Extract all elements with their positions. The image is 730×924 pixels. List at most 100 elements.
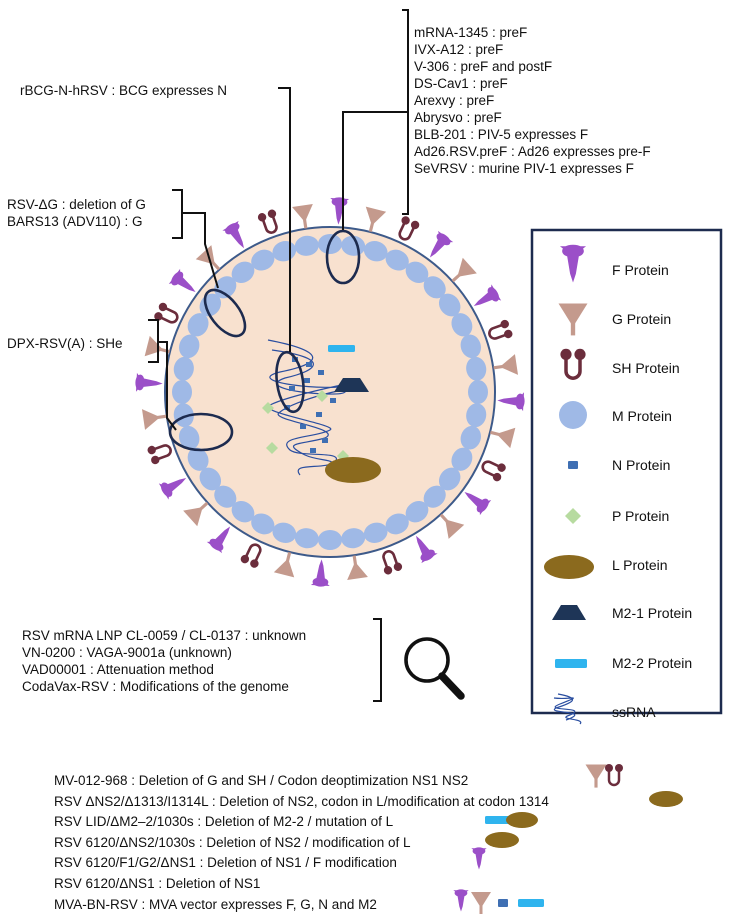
m-protein — [423, 485, 446, 508]
rbcg-connector — [278, 87, 291, 352]
m-protein — [438, 293, 461, 317]
p-protein-icon — [565, 508, 581, 524]
list-item: RSV mRNA LNP CL-0059 / CL-0137 : unknown — [22, 628, 307, 643]
l-protein-icon — [649, 791, 683, 807]
l-protein-icon — [485, 832, 519, 848]
n-protein-icon — [568, 461, 578, 469]
list-item: RSV 6120/ΔNS1 : Deletion of NS1 — [54, 875, 261, 891]
f-protein — [496, 390, 526, 412]
m-protein — [341, 528, 366, 549]
m2-2-protein-inside — [328, 345, 355, 352]
m-protein — [466, 403, 487, 428]
list-item: BARS13 (ADV110) : G — [7, 214, 143, 229]
m-protein — [385, 249, 409, 271]
unknown-list: RSV mRNA LNP CL-0059 / CL-0137 : unknown… — [22, 627, 306, 695]
list-item: RSV LID/ΔM2–2/1030s : Deletion of M2-2 /… — [54, 814, 394, 830]
m-protein — [363, 522, 388, 544]
sh-protein — [255, 207, 284, 237]
n-protein-highlight — [275, 350, 305, 414]
g-group-bracket — [172, 189, 183, 239]
magnifier-icon — [404, 637, 465, 700]
list-item: IVX-A12 : preF — [414, 42, 504, 57]
l-protein-inside — [325, 457, 381, 483]
f-protein-highlight — [325, 229, 361, 285]
list-item: Abrysvo : preF — [414, 110, 502, 125]
list-item: V-306 : preF and postF — [414, 59, 553, 74]
m-protein — [214, 485, 237, 508]
virion-envelope — [164, 226, 496, 558]
sh-protein — [392, 213, 423, 245]
list-item: RSV-ΔG : deletion of G — [7, 197, 146, 212]
g-group-list: RSV-ΔG : deletion of G BARS13 (ADV110) :… — [7, 196, 146, 230]
sh-protein-icon — [603, 762, 625, 787]
list-item: RSV 6120/F1/G2/ΔNS1 : Deletion of NS1 / … — [54, 855, 397, 871]
m-protein-layer — [172, 234, 488, 550]
m-protein — [451, 447, 473, 471]
m-protein — [460, 425, 482, 450]
legend-label-f: F Protein — [612, 262, 669, 278]
legend-label-m2-1: M2-1 Protein — [612, 605, 693, 621]
m-protein — [318, 530, 342, 550]
m-protein — [294, 235, 319, 256]
g-protein — [343, 554, 368, 581]
m-protein — [385, 513, 409, 535]
f-protein — [134, 372, 164, 394]
sh-protein — [376, 547, 405, 577]
dpx-connector — [158, 341, 177, 431]
list-item: MV-012-968 : Deletion of G and SH / Codo… — [54, 773, 469, 788]
dpx-label: DPX-RSV(A) : SHe — [7, 336, 123, 351]
list-item: CodaVax-RSV : Modifications of the genom… — [22, 679, 289, 694]
f-protein — [328, 196, 350, 226]
m-protein — [405, 261, 429, 284]
legend-label-m2-2: M2-2 Protein — [612, 655, 693, 671]
m-protein — [199, 467, 222, 491]
list-item: Arexvy : preF — [414, 93, 495, 108]
g-protein — [292, 203, 317, 230]
list-item: VAD00001 : Attenuation method — [22, 662, 214, 677]
m-protein — [178, 334, 200, 359]
m2-2-protein-icon — [518, 899, 544, 907]
l-protein-icon — [506, 812, 538, 828]
m-protein — [405, 500, 429, 523]
m-protein — [466, 356, 487, 381]
m-protein — [173, 356, 194, 381]
l-protein-icon — [544, 555, 594, 579]
m-protein — [272, 522, 297, 544]
top-right-connector — [342, 111, 408, 230]
m-protein — [460, 334, 482, 359]
m2-1-protein-inside — [334, 378, 369, 392]
list-item: RSV ΔNS2/Δ1313/I1314L : Deletion of NS2,… — [54, 793, 549, 809]
sh-protein-highlight — [168, 412, 234, 452]
m-protein — [214, 276, 237, 299]
m-protein — [178, 425, 200, 450]
m2-2-protein-icon — [555, 659, 587, 668]
m-protein — [187, 313, 209, 337]
m-protein-icon — [559, 401, 587, 429]
n-protein-icon — [498, 899, 508, 907]
m-protein — [468, 380, 488, 404]
m-protein — [173, 403, 194, 428]
top-right-list: mRNA-1345 : preF IVX-A12 : preF V-306 : … — [414, 24, 651, 177]
list-item: VN-0200 : VAGA-9001a (unknown) — [22, 645, 232, 660]
legend-label-sh: SH Protein — [612, 360, 680, 376]
legend-label-g: G Protein — [612, 311, 672, 327]
list-item: Ad26.RSV.preF : Ad26 expresses pre-F — [414, 144, 651, 159]
sh-protein — [145, 438, 175, 467]
m-protein — [251, 249, 275, 271]
m2-1-protein-icon — [552, 605, 586, 620]
m-protein — [231, 261, 255, 284]
list-item: DS-Cav1 : preF — [414, 76, 508, 91]
rbcg-label: rBCG-N-hRSV : BCG expresses N — [20, 83, 228, 98]
bottom-list-icons — [453, 762, 683, 914]
legend-label-m: M Protein — [612, 408, 672, 424]
sh-protein — [485, 317, 515, 346]
legend-icons — [544, 244, 594, 725]
legend-label-p: P Protein — [612, 508, 670, 524]
legend-label-l: L Protein — [612, 557, 668, 573]
legend-label-n: N Protein — [612, 457, 671, 473]
list-item: BLB-201 : PIV-5 expresses F — [414, 127, 589, 142]
g-protein — [492, 354, 519, 379]
list-item: SeVRSV : murine PIV-1 expresses F — [414, 161, 634, 176]
sh-protein — [477, 454, 509, 485]
